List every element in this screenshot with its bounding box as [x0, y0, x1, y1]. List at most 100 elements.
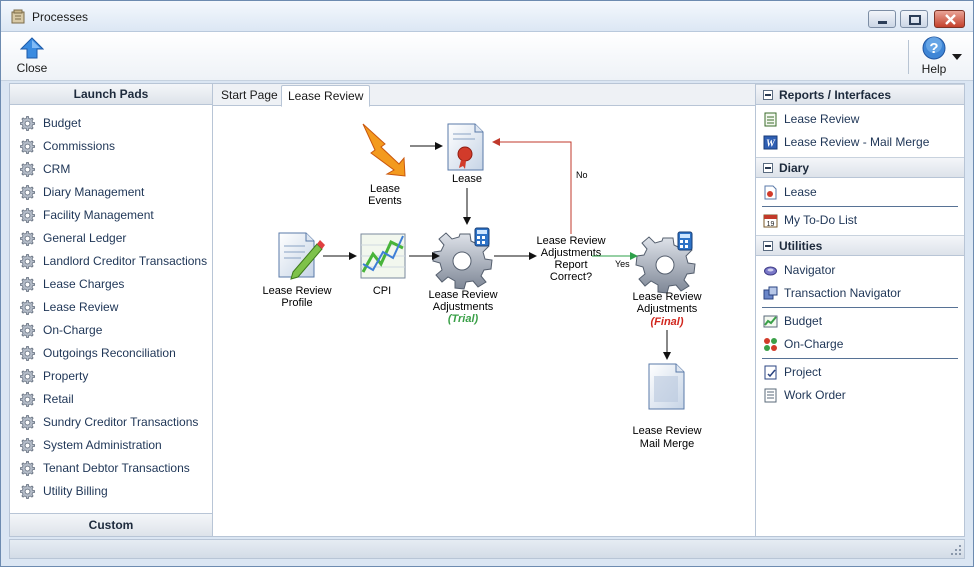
collapse-icon[interactable]: [763, 241, 773, 251]
utility-project[interactable]: Project: [756, 361, 964, 384]
arrow-no-to-lease: [492, 138, 572, 234]
gear-icon: [20, 139, 35, 154]
minimize-button[interactable]: [868, 10, 896, 28]
utility-on-charge[interactable]: On-Charge: [756, 333, 964, 356]
trial-tag: (Trial): [448, 313, 479, 325]
launch-pad-commissions[interactable]: Commissions: [10, 135, 212, 158]
gear-icon: [20, 208, 35, 223]
launch-pad-label: Lease Review: [43, 300, 119, 314]
reports-section-header[interactable]: Reports / Interfaces: [756, 84, 964, 105]
help-icon: ?: [922, 36, 946, 60]
svg-text:?: ?: [929, 40, 938, 57]
lease-review-profile-node[interactable]: Lease Review Profile: [262, 232, 332, 309]
launch-pad-sundry-creditor-transactions[interactable]: Sundry Creditor Transactions: [10, 411, 212, 434]
utilities-title: Utilities: [779, 239, 823, 253]
launch-pad-label: Budget: [43, 116, 82, 130]
process-content-area: Start Page Lease Review Lease Events: [213, 83, 755, 537]
lease-node[interactable]: Lease: [447, 123, 484, 185]
cpi-node[interactable]: CPI: [360, 233, 406, 297]
collapse-icon[interactable]: [763, 90, 773, 100]
launch-pad-diary-management[interactable]: Diary Management: [10, 181, 212, 204]
close-window-button[interactable]: [934, 10, 965, 28]
adjustments-trial-node[interactable]: Lease Review Adjustments (Trial): [428, 227, 498, 325]
custom-button[interactable]: Custom: [10, 513, 212, 536]
divider: [762, 206, 958, 207]
launch-pad-label: System Administration: [43, 438, 162, 452]
utility-navigator[interactable]: Navigator: [756, 259, 964, 282]
lease-events-label-2: Events: [368, 195, 402, 207]
launch-pad-landlord-creditor-transactions[interactable]: Landlord Creditor Transactions: [10, 250, 212, 273]
tab-lease-review[interactable]: Lease Review: [281, 85, 371, 107]
launch-pad-property[interactable]: Property: [10, 365, 212, 388]
launch-pad-label: On-Charge: [43, 323, 103, 337]
launch-pad-system-administration[interactable]: System Administration: [10, 434, 212, 457]
launch-pad-label: CRM: [43, 162, 71, 176]
launch-pad-outgoings-reconciliation[interactable]: Outgoings Reconciliation: [10, 342, 212, 365]
utilities-section-header[interactable]: Utilities: [756, 235, 964, 256]
lease-events-node[interactable]: Lease Events: [362, 123, 406, 207]
utility-budget[interactable]: Budget: [756, 310, 964, 333]
launch-pad-facility-management[interactable]: Facility Management: [10, 204, 212, 227]
decision-label-1: Lease Review: [536, 235, 605, 247]
report-lease-review[interactable]: Lease Review: [756, 108, 964, 131]
adjustments-final-node[interactable]: Lease Review Adjustments (Final): [632, 231, 702, 328]
launch-pad-on-charge[interactable]: On-Charge: [10, 319, 212, 342]
launch-pad-label: Lease Charges: [43, 277, 125, 291]
collapse-icon[interactable]: [763, 163, 773, 173]
diary-lease-label: Lease: [784, 185, 817, 199]
close-icon: [945, 14, 956, 25]
reports-title: Reports / Interfaces: [779, 88, 892, 102]
decision-label-3: Report: [554, 259, 587, 271]
process-diagram: Lease Events Lease: [213, 106, 755, 537]
word-document-icon: W: [763, 135, 778, 150]
minimize-icon: [878, 21, 887, 24]
mail-merge-label-1: Lease Review: [632, 425, 701, 437]
help-button[interactable]: ? Help: [914, 34, 954, 80]
diary-lease[interactable]: Lease: [756, 181, 964, 204]
gear-icon: [20, 116, 35, 131]
final-label-1: Lease Review: [632, 291, 701, 303]
launch-pad-lease-review[interactable]: Lease Review: [10, 296, 212, 319]
title-bar: Processes: [1, 1, 973, 32]
launch-pad-label: Outgoings Reconciliation: [43, 346, 176, 360]
launch-pad-tenant-debtor-transactions[interactable]: Tenant Debtor Transactions: [10, 457, 212, 480]
gear-icon: [20, 415, 35, 430]
restore-button[interactable]: [900, 10, 928, 28]
close-toolbar-button[interactable]: Close: [11, 34, 53, 80]
launch-pad-retail[interactable]: Retail: [10, 388, 212, 411]
divider: [762, 358, 958, 359]
report-lease-review-mail-merge[interactable]: W Lease Review - Mail Merge: [756, 131, 964, 154]
launch-pad-general-ledger[interactable]: General Ledger: [10, 227, 212, 250]
utility-work-order[interactable]: Work Order: [756, 384, 964, 407]
gear-icon: [20, 277, 35, 292]
on-charge-icon: [764, 338, 777, 351]
launch-pad-budget[interactable]: Budget: [10, 112, 212, 135]
resize-grip-icon[interactable]: [950, 544, 962, 556]
calendar-icon: 19: [763, 214, 778, 228]
toolbar: Close ? Help: [1, 32, 973, 81]
navigator-label: Navigator: [784, 263, 836, 277]
tab-start-page[interactable]: Start Page: [221, 88, 278, 102]
final-label-2: Adjustments: [637, 303, 698, 315]
close-label: Close: [16, 61, 48, 75]
work-order-label: Work Order: [784, 388, 846, 402]
utility-transaction-navigator[interactable]: Transaction Navigator: [756, 282, 964, 305]
mail-merge-label-2: Mail Merge: [640, 438, 694, 450]
launch-pad-crm[interactable]: CRM: [10, 158, 212, 181]
diary-section-header[interactable]: Diary: [756, 157, 964, 178]
launch-pad-label: Sundry Creditor Transactions: [43, 415, 199, 429]
help-dropdown-arrow-icon[interactable]: [951, 52, 963, 62]
navigator-icon: [764, 266, 777, 276]
launch-pad-label: Property: [43, 369, 89, 383]
launch-pad-utility-billing[interactable]: Utility Billing: [10, 480, 212, 503]
lease-events-label-1: Lease: [370, 183, 400, 195]
right-task-panel: Reports / Interfaces Lease Review W Leas…: [755, 83, 965, 537]
mail-merge-node[interactable]: Lease Review Mail Merge: [632, 363, 702, 450]
work-order-icon: [764, 388, 777, 403]
trial-label-2: Adjustments: [433, 301, 494, 313]
utilities-section: Navigator Transaction Navigator Budget O…: [756, 256, 964, 410]
diary-my-to-do-list[interactable]: 19 My To-Do List: [756, 209, 964, 232]
launch-pad-lease-charges[interactable]: Lease Charges: [10, 273, 212, 296]
